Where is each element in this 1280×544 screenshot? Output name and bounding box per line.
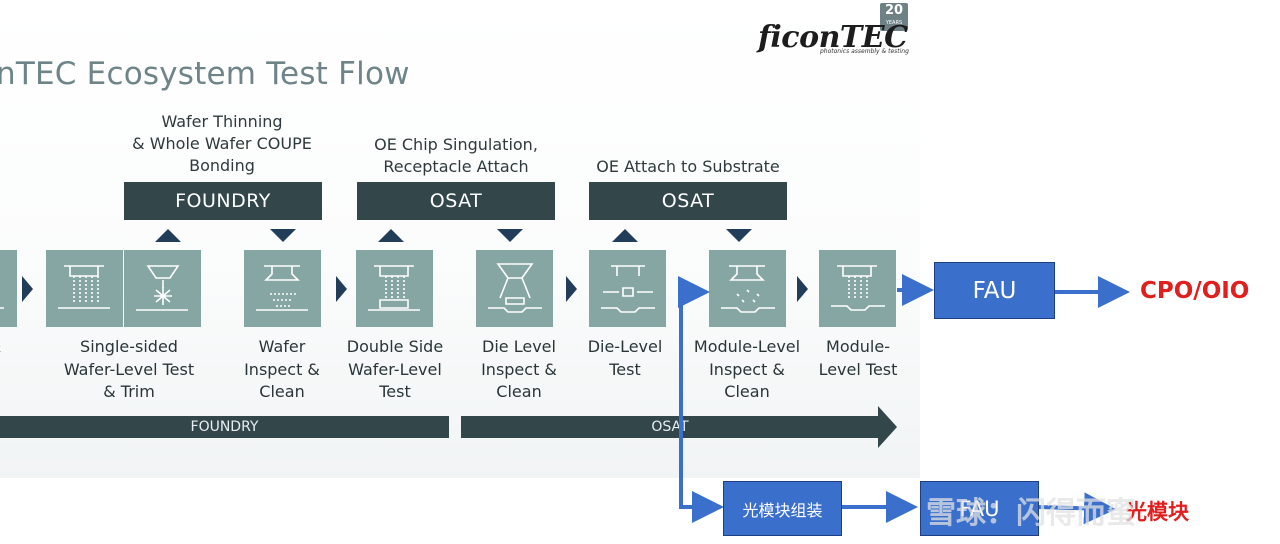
step-label-0: & (0, 336, 10, 359)
down-marker-icon (497, 229, 523, 242)
die-inspect-icon (488, 263, 542, 313)
step-tile-4 (356, 250, 433, 327)
flow-arrow-icon (566, 276, 577, 302)
badge-number: 20 (884, 3, 904, 18)
wafer-probe-icon (58, 265, 110, 309)
step-tile-6 (589, 250, 666, 327)
slide: nTEC Ecosystem Test Flow 20 YEARS ficonT… (0, 0, 920, 478)
slide-title: nTEC Ecosystem Test Flow (0, 56, 410, 92)
down-marker-icon (726, 229, 752, 242)
fau-box-bottom: FAU (920, 481, 1039, 536)
osat-process-bar-2: OSAT (589, 182, 787, 220)
flow-arrow-icon (797, 276, 808, 302)
up-marker-icon (155, 229, 181, 242)
watermark: 雪球：闪得而蜜 (926, 496, 1136, 531)
double-side-probe-icon (368, 265, 420, 311)
module-inspect-icon (721, 265, 775, 313)
step-label-die-test: Die-Level Test (587, 337, 663, 379)
cpo-oio-label: CPO/OIO (1140, 278, 1250, 304)
company-logo: ficonTEC (758, 20, 908, 55)
step-tile-1 (46, 250, 123, 327)
die-test-icon (601, 265, 655, 313)
badge-text: YEARS (885, 20, 903, 26)
step-label-module-inspect: Module-Level Inspect & Clean (693, 337, 801, 401)
up-marker-icon (378, 229, 404, 242)
foundry-stage-band: FOUNDRY (0, 416, 449, 438)
caption-wafer-thinning: Wafer Thinning & Whole Wafer COUPE Bondi… (132, 112, 312, 175)
fau-box-top: FAU (934, 262, 1055, 319)
step-tile-0 (0, 250, 17, 327)
step-tile-5 (476, 250, 553, 327)
flow-arrow-icon (336, 276, 347, 302)
branch-arrow (679, 292, 724, 523)
module-assembly-box: 光模块组装 (723, 481, 842, 536)
module-test-icon (831, 265, 885, 311)
flow-arrow-icon (22, 276, 33, 302)
down-marker-icon (270, 229, 296, 242)
step-tile-3 (244, 250, 321, 327)
step-label-die-inspect: Die Level Inspect & Clean (481, 337, 557, 401)
logo-tagline: photonics assembly & testing (820, 48, 909, 55)
up-marker-icon (612, 229, 638, 242)
stage-arrowhead-icon (878, 406, 897, 448)
step-tile-7 (709, 250, 786, 327)
step-label-single-sided: Single-sided Wafer-Level Test & Trim (63, 337, 195, 401)
step-tile-2 (124, 250, 201, 327)
laser-trim-icon (136, 265, 188, 311)
to-optical-module-arrow (1037, 492, 1116, 525)
step-label-double-side: Double Side Wafer-Level Test (346, 337, 444, 401)
step-label-module-test: Module- Level Test (818, 337, 898, 379)
step-tile-8 (819, 250, 896, 327)
osat-process-bar-1: OSAT (357, 182, 555, 220)
caption-oe-chip-singulation: OE Chip Singulation, Receptacle Attach (374, 135, 538, 176)
anniversary-badge: 20 YEARS (880, 3, 908, 31)
foundry-process-bar: FOUNDRY (124, 182, 322, 220)
step-label-wafer-inspect: Wafer Inspect & Clean (244, 337, 320, 401)
optical-module-label: 光模块 (1126, 500, 1189, 524)
caption-oe-attach: OE Attach to Substrate (596, 157, 780, 176)
inspect-camera-icon (256, 265, 308, 311)
